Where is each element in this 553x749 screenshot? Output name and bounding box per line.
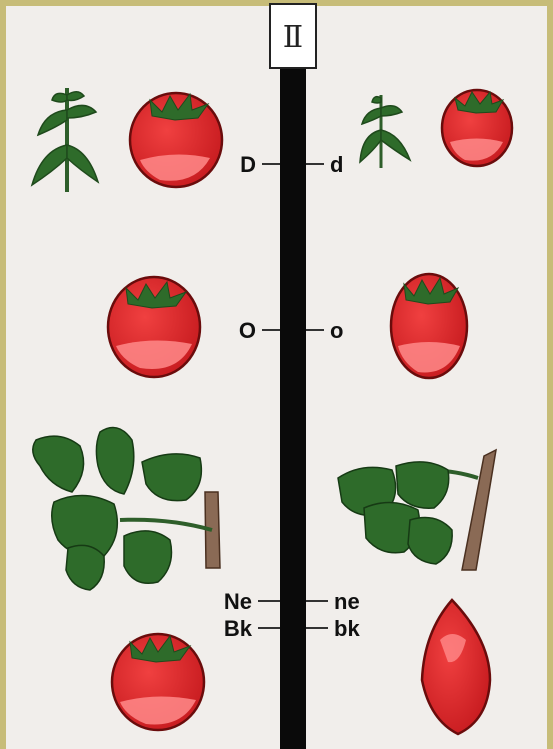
beaked-tomato-icon [422,600,490,734]
locus-label-bk: bk [334,616,360,641]
tall-plant-icon [32,88,98,192]
locus-label-Bk: Bk [224,616,253,641]
chromosome-bar [280,64,306,749]
locus-label-Ne: Ne [224,589,252,614]
necrotic-leaf-icon [338,450,496,570]
chromosome-number-label: Ⅱ [283,20,303,55]
locus-label-ne: ne [334,589,360,614]
round-tomato-icon [112,634,204,730]
locus-label-o: o [330,318,343,343]
locus-label-D: D [240,152,256,177]
oblong-tomato-icon [391,274,467,378]
round-tomato-icon [108,277,200,377]
oblate-tomato-icon [442,90,512,166]
dwarf-plant-icon [360,95,410,168]
normal-leaf-icon [33,428,220,591]
round-tomato-icon [130,93,222,187]
chromosome: Ⅱ [270,4,316,749]
locus-label-O: O [239,318,256,343]
locus-label-d: d [330,152,343,177]
